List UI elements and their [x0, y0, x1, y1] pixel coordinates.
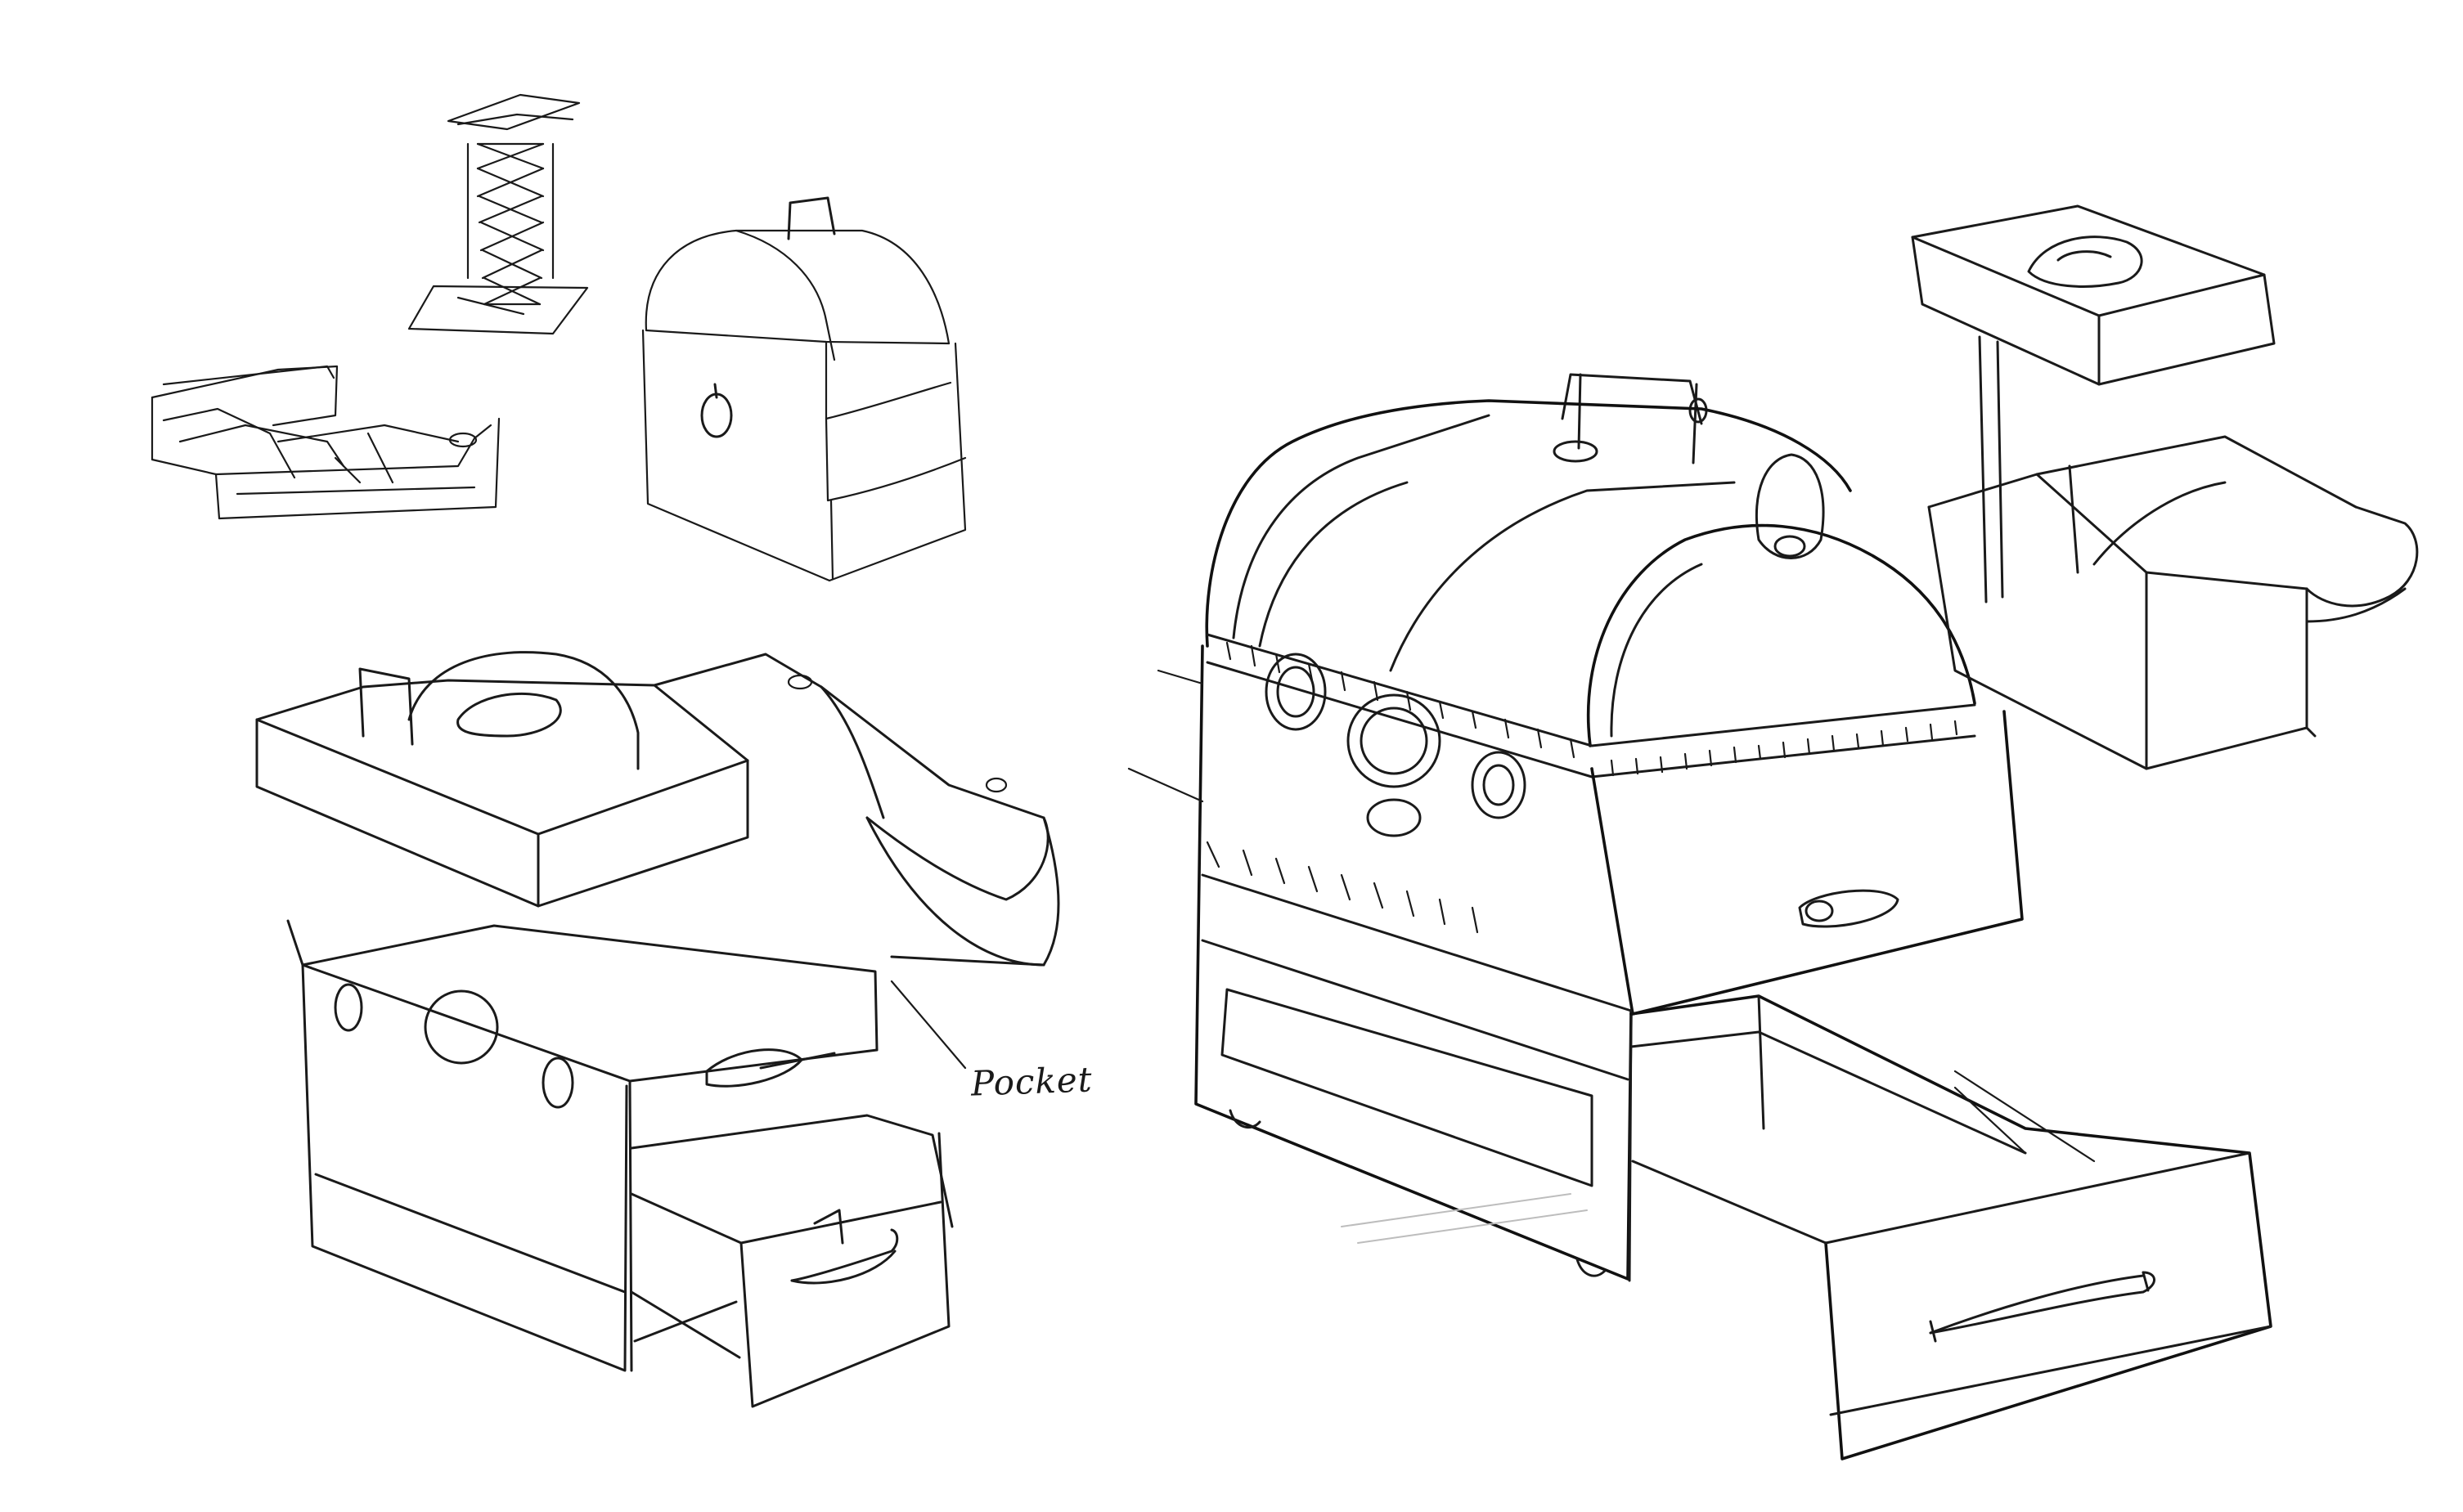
- large-domed-trunk-with-drawer-sketch: [1127, 373, 2272, 1460]
- folding-tray-sketch: [151, 365, 501, 520]
- open-trunk-with-drawer-sketch: [255, 651, 1060, 1408]
- stacked-trays-sketch: [1911, 204, 2419, 770]
- small-domed-trunk-sketch: [641, 196, 967, 582]
- scissor-lift-sketch: [407, 93, 589, 335]
- pocket-annotation: Pocket: [970, 1059, 1094, 1104]
